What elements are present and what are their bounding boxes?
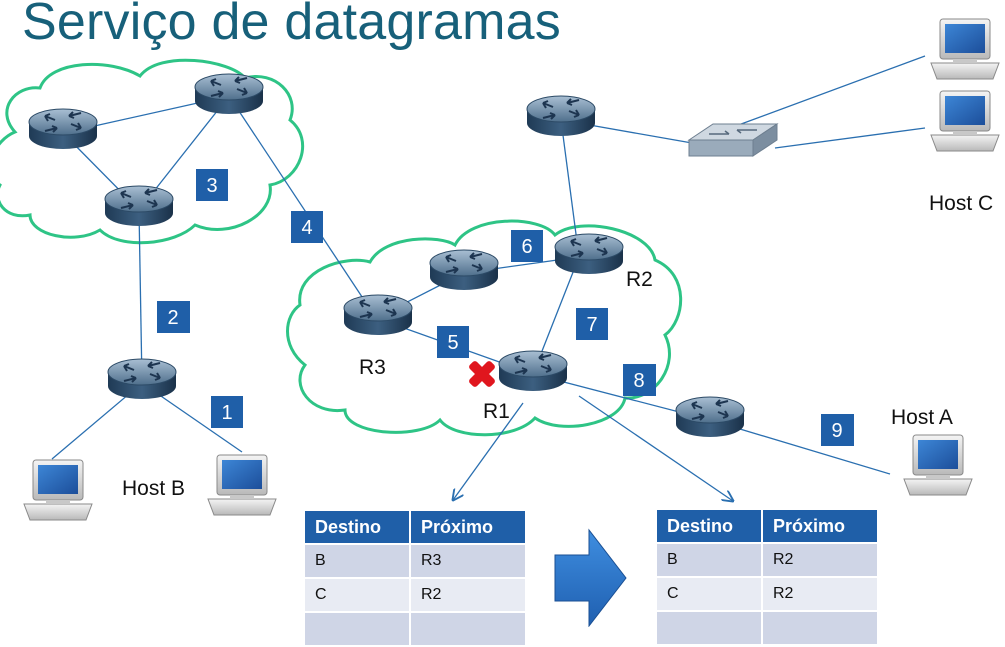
table-cell: B (305, 545, 409, 577)
table-row: B R3 (305, 545, 525, 577)
computer-icon-host-a (903, 434, 973, 496)
table-cell: B (657, 544, 761, 576)
svg-text:7: 7 (586, 314, 597, 336)
table-cell (305, 613, 409, 645)
step-badge-9: 9 (821, 414, 854, 446)
step-badge-6: 6 (511, 230, 543, 262)
router-r2 (554, 233, 624, 275)
table-cell: R2 (411, 579, 525, 611)
router-left-3 (104, 185, 174, 227)
table-row: C R2 (305, 579, 525, 611)
step-badge-3: 3 (196, 169, 228, 201)
table-cell (763, 612, 877, 644)
router-r1 (498, 350, 568, 392)
computer-icon-host-b-1 (23, 459, 93, 521)
routing-table-after: Destino Próximo B R2 C R2 (655, 508, 879, 646)
computer-icon-host-b-2 (207, 454, 277, 516)
label-host-c: Host C (929, 192, 993, 215)
transition-arrow-icon (554, 528, 627, 627)
svg-text:4: 4 (301, 217, 312, 239)
computer-icon-host-c-2 (930, 90, 1000, 152)
switch-icon (688, 123, 778, 157)
step-badge-5: 5 (437, 326, 469, 358)
label-host-a: Host A (891, 406, 953, 429)
label-r3: R3 (359, 356, 386, 379)
table-row: B R2 (657, 544, 877, 576)
step-badge-8: 8 (623, 364, 656, 396)
svg-text:2: 2 (167, 307, 178, 329)
table-cell: R2 (763, 544, 877, 576)
table-header-destino: Destino (657, 510, 761, 542)
table-cell: R3 (411, 545, 525, 577)
table-cell (411, 613, 525, 645)
router-left-2 (194, 73, 264, 115)
svg-text:5: 5 (447, 332, 458, 354)
step-badge-7: 7 (576, 308, 608, 340)
label-r1: R1 (483, 400, 510, 423)
link-failure-x-icon (469, 361, 495, 387)
step-badge-1: 1 (211, 396, 243, 428)
table-cell: C (657, 578, 761, 610)
step-badge-2: 2 (157, 301, 190, 333)
svg-text:3: 3 (206, 175, 217, 197)
routing-table-before: Destino Próximo B R3 C R2 (303, 509, 527, 647)
computer-icon-host-c-1 (930, 18, 1000, 80)
svg-text:9: 9 (831, 420, 842, 442)
router-top (526, 95, 596, 137)
table-header-proximo: Próximo (763, 510, 877, 542)
table-cell (657, 612, 761, 644)
table-cell: R2 (763, 578, 877, 610)
step-badge-4: 4 (291, 211, 323, 243)
router-host-b (107, 358, 177, 400)
network-diagram: 1 2 3 4 5 6 7 8 9 R2 R3 R1 Host A Host B… (0, 18, 1000, 627)
svg-text:6: 6 (521, 236, 532, 258)
router-left-1 (28, 108, 98, 150)
table-row (305, 613, 525, 645)
router-center (429, 249, 499, 291)
table-header-destino: Destino (305, 511, 409, 543)
label-host-b: Host B (122, 477, 185, 500)
cloud-center (286, 219, 683, 437)
table-row: C R2 (657, 578, 877, 610)
table-header-proximo: Próximo (411, 511, 525, 543)
table-row (657, 612, 877, 644)
step-badges: 1 2 3 4 5 6 7 8 9 (157, 169, 854, 446)
router-r3 (343, 294, 413, 336)
svg-text:8: 8 (633, 370, 644, 392)
table-cell: C (305, 579, 409, 611)
slide-title: Serviço de datagramas (22, 0, 561, 51)
svg-text:1: 1 (221, 402, 232, 424)
router-host-a (675, 396, 745, 438)
label-r2: R2 (626, 268, 653, 291)
